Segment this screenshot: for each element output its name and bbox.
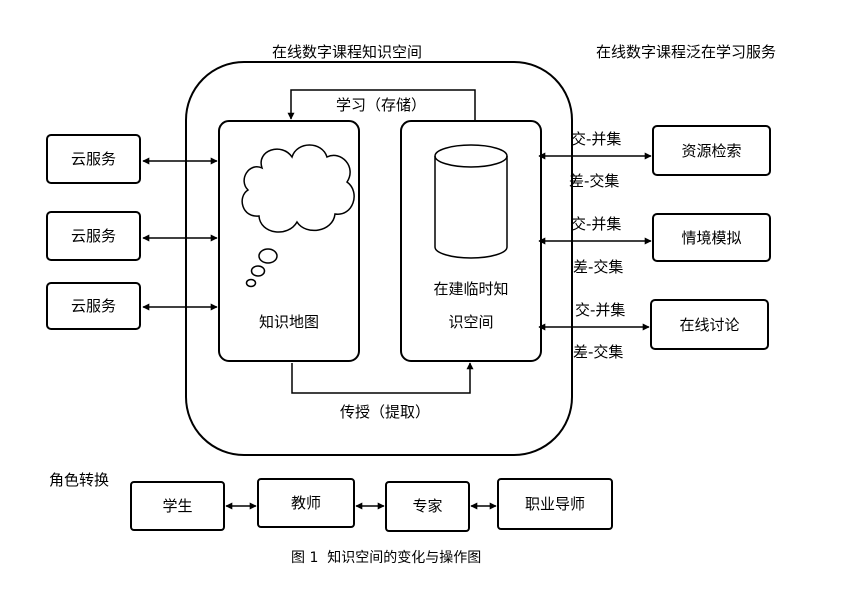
role-box-1 (130, 481, 225, 531)
role-label-expert: 专家 (412, 497, 443, 515)
role-conversion-label: 角色转换 (49, 471, 110, 489)
service-op-top-3: 交-并集 (575, 301, 626, 319)
teach-flow-label: 传授（提取） (340, 403, 431, 421)
role-label-teacher: 教师 (290, 494, 321, 512)
role-box-3 (385, 481, 470, 532)
service-op-bottom-3: 差-交集 (573, 343, 624, 361)
service-label-online-discussion: 在线讨论 (679, 316, 740, 334)
service-box-3 (650, 299, 769, 350)
cloud-service-box-2 (46, 211, 141, 261)
knowledge-map-label: 知识地图 (258, 313, 319, 331)
knowledge-space-container (185, 61, 573, 456)
role-label-student: 学生 (162, 497, 193, 515)
role-box-4 (497, 478, 613, 530)
cloud-service-label-2: 云服务 (70, 227, 116, 245)
service-op-bottom-2: 差-交集 (573, 258, 624, 276)
cloud-service-label-1: 云服务 (70, 150, 116, 168)
service-label-scenario-simulation: 情境模拟 (681, 229, 742, 247)
ubiquitous-service-title: 在线数字课程泛在学习服务 (596, 43, 777, 61)
teach-flow-arrow (291, 362, 474, 394)
cloud-service-box-3 (46, 282, 141, 330)
database-cylinder-icon (434, 144, 508, 259)
knowledge-space-title: 在线数字课程知识空间 (272, 43, 423, 61)
service-op-top-2: 交-并集 (571, 215, 622, 233)
service-box-1 (652, 125, 771, 176)
learn-flow-arrow (287, 89, 476, 121)
knowledge-map-box (218, 120, 360, 362)
role-box-2 (257, 478, 355, 528)
service-op-bottom-1: 差-交集 (569, 172, 620, 190)
figure-caption: 图 1 知识空间的变化与操作图 (291, 550, 482, 566)
cloud-service-label-3: 云服务 (70, 297, 116, 315)
service-label-resource-search: 资源检索 (681, 142, 742, 160)
learn-flow-label: 学习（存储） (336, 96, 427, 114)
cloud-icon (241, 144, 355, 288)
service-box-2 (652, 213, 771, 262)
temp-space-label-line1: 在建临时知 (433, 280, 509, 298)
role-label-career-mentor: 职业导师 (524, 495, 585, 513)
temp-space-label-line2: 识空间 (448, 313, 494, 331)
cloud-service-box-1 (46, 134, 141, 184)
service-op-top-1: 交-并集 (571, 130, 622, 148)
